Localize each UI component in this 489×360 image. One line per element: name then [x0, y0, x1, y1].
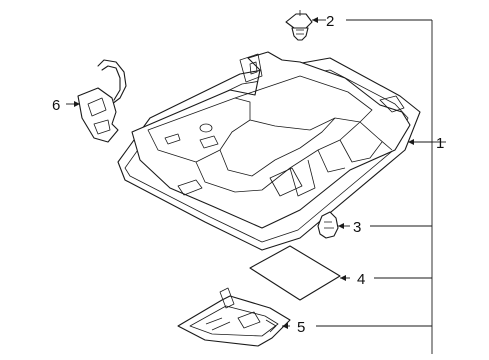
callout-4: 4	[357, 271, 365, 288]
callout-3: 3	[353, 219, 361, 236]
leader-lines	[66, 17, 446, 354]
callout-1: 1	[436, 135, 444, 152]
lamp-bezel-cover	[177, 287, 291, 347]
wire-connector	[77, 59, 127, 143]
callout-5: 5	[297, 319, 305, 336]
clip-fastener-middle	[317, 211, 339, 239]
clip-fastener-top	[285, 10, 313, 41]
lamp-lens	[249, 245, 341, 301]
dome-lamp-housing	[117, 51, 421, 251]
callout-2: 2	[326, 13, 334, 30]
callout-6: 6	[52, 97, 60, 114]
